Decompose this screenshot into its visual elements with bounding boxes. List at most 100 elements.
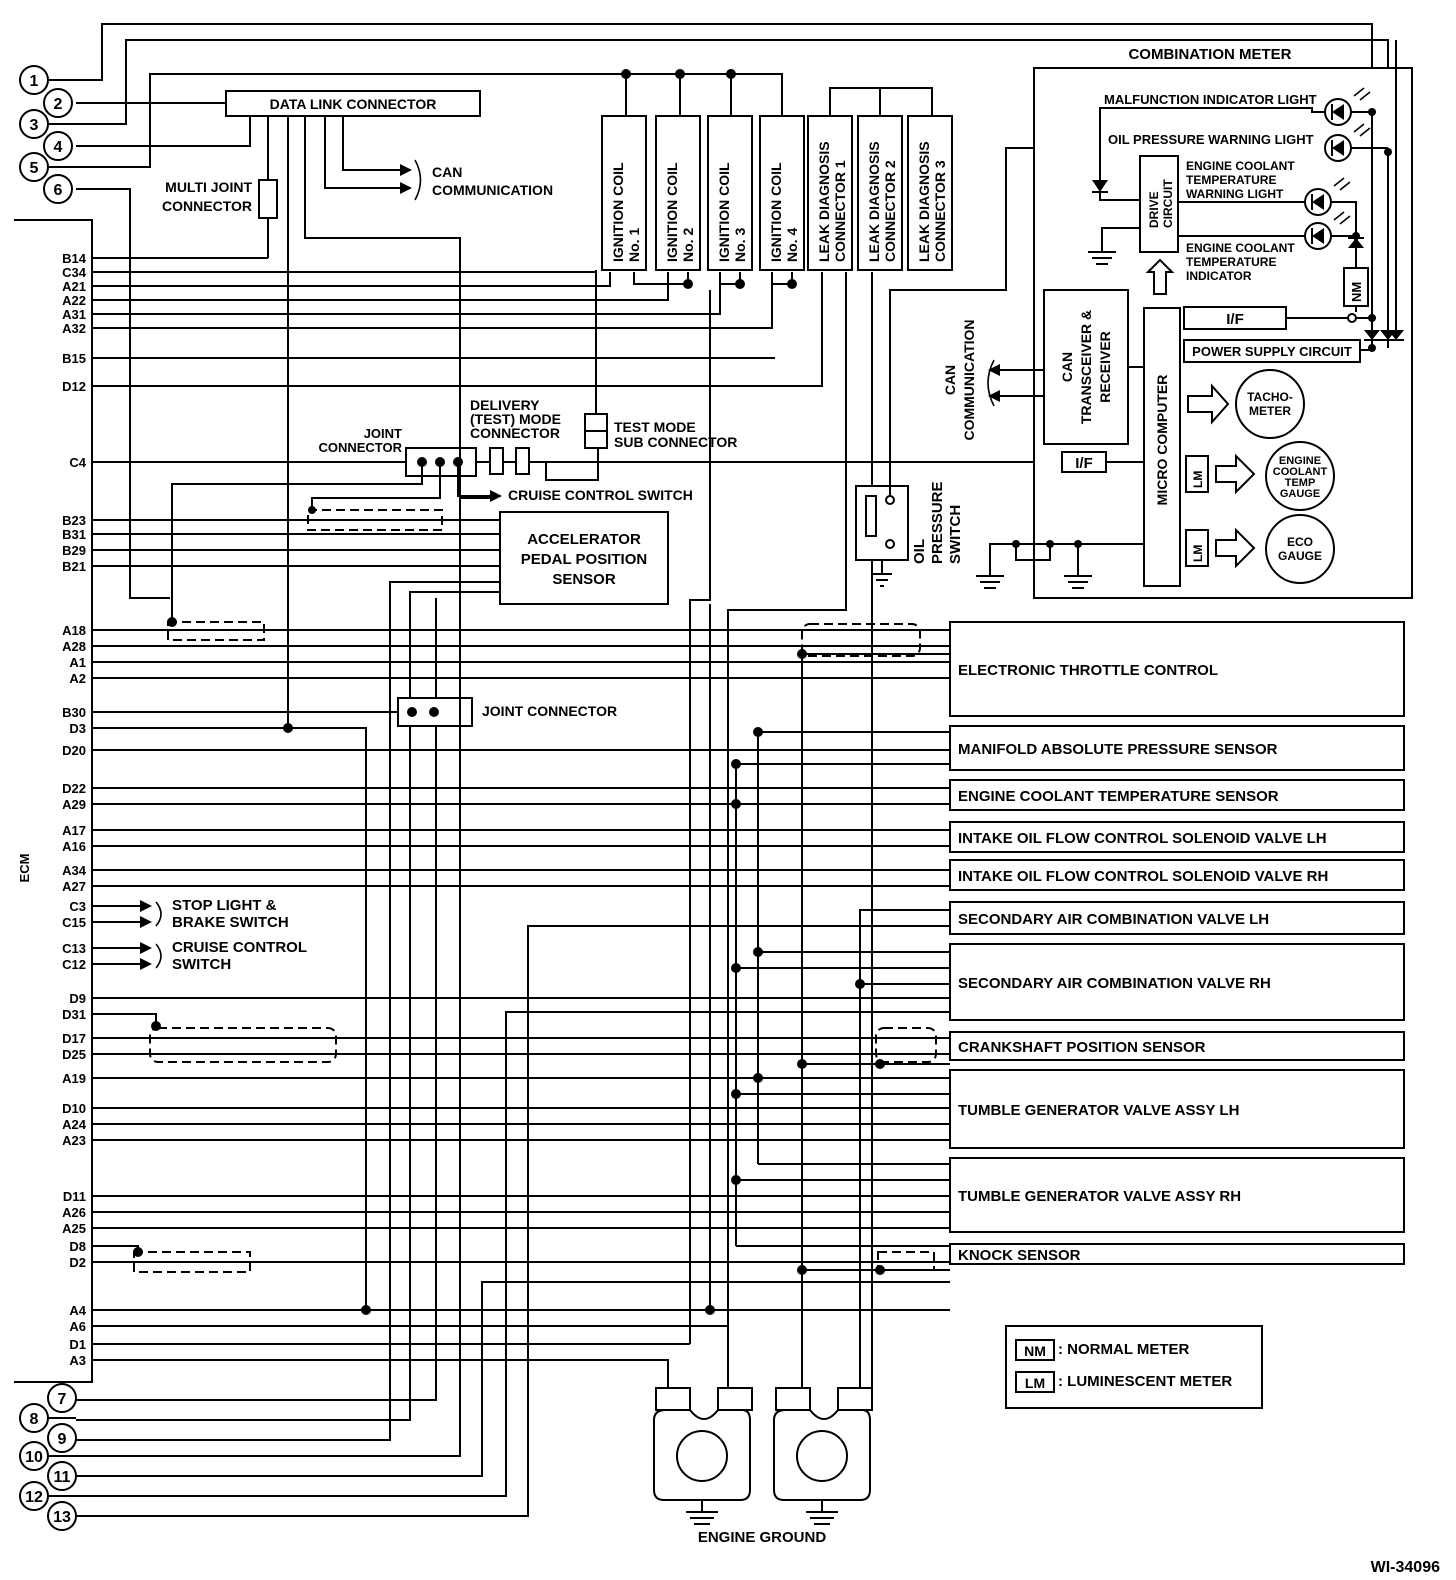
ecm-pin-label: C4 <box>69 455 86 470</box>
ecm-pin-label: A16 <box>62 839 86 854</box>
ecm-pin-label: D20 <box>62 743 86 758</box>
can-comm-label-1: CAN <box>432 164 462 180</box>
accelerator-label-2: PEDAL POSITION <box>521 551 647 568</box>
connector-circle-number: 9 <box>58 1431 67 1448</box>
connector-circle-11: 11 <box>47 1461 77 1491</box>
ecm-pin-label: C3 <box>69 899 86 914</box>
component-label: TUMBLE GENERATOR VALVE ASSY LH <box>958 1102 1239 1119</box>
ecm-pin-label: A23 <box>62 1133 86 1148</box>
ecm-pin-label: A25 <box>62 1221 86 1236</box>
engine-sensor-right <box>773 1387 873 1525</box>
ecm-pin-label: C15 <box>62 915 86 930</box>
cruise-switch-label-1: CRUISE CONTROL <box>172 939 307 956</box>
ecm-pin-label: A18 <box>62 623 86 638</box>
combination-meter: COMBINATION METER MALFUNCTION INDICATOR … <box>942 40 1413 599</box>
connector-circle-12: 12 <box>19 1481 76 1511</box>
component-9: TUMBLE GENERATOR VALVE ASSY LH <box>949 1069 1405 1149</box>
cruise-switch-arrow-label: CRUISE CONTROL SWITCH <box>508 487 693 503</box>
leak-connector-label: LEAK DIAGNOSIS <box>816 141 832 262</box>
component-label: MANIFOLD ABSOLUTE PRESSURE SENSOR <box>958 741 1278 758</box>
engine-sensor-left <box>653 1387 753 1525</box>
component-5: INTAKE OIL FLOW CONTROL SOLENOID VALVE R… <box>949 859 1405 891</box>
connector-circle-number: 8 <box>30 1411 39 1428</box>
connector-circle-number: 7 <box>58 1391 67 1408</box>
if-label-bottom: I/F <box>1075 455 1093 472</box>
micro-computer-label: MICRO COMPUTER <box>1154 375 1170 506</box>
ecm-pin-label: A2 <box>69 671 86 686</box>
connector-circle-5: 5 <box>19 152 76 182</box>
ecm-pin-label: B30 <box>62 705 86 720</box>
component-7: SECONDARY AIR COMBINATION VALVE RH <box>949 943 1405 1021</box>
coolant-gauge-label-2: COOLANT <box>1273 466 1328 478</box>
component-label: INTAKE OIL FLOW CONTROL SOLENOID VALVE R… <box>958 868 1328 885</box>
ignition-coil-number: No. 3 <box>732 228 748 262</box>
sensor-buses <box>689 272 950 1390</box>
leak-connector-number: CONNECTOR 1 <box>832 160 848 262</box>
connector-circle-number: 4 <box>54 139 63 156</box>
test-mode-label-2: SUB CONNECTOR <box>614 434 737 450</box>
ecm-pin-label: B29 <box>62 543 86 558</box>
ecm-pin-label: A27 <box>62 879 86 894</box>
ecm-pin-label: A6 <box>69 1319 86 1334</box>
component-6: SECONDARY AIR COMBINATION VALVE LH <box>949 901 1405 935</box>
lm-label-1: LM <box>1191 471 1205 488</box>
meter-title: COMBINATION METER <box>1128 46 1291 63</box>
ecm-pin-label: C34 <box>62 265 87 280</box>
ignition-coil-label: IGNITION COIL <box>768 162 784 262</box>
component-label: KNOCK SENSOR <box>958 1247 1081 1264</box>
connector-circle-10: 10 <box>19 1441 76 1471</box>
connector-circle-7: 7 <box>47 1383 77 1413</box>
connector-circle-number: 5 <box>30 160 39 177</box>
component-label: SECONDARY AIR COMBINATION VALVE RH <box>958 975 1271 992</box>
ecm-pin-label: C13 <box>62 941 86 956</box>
connector-circle-9: 9 <box>47 1423 77 1453</box>
cruise-switch-label-2: SWITCH <box>172 956 231 973</box>
component-11: KNOCK SENSOR <box>949 1243 1405 1265</box>
leak-connector-label: LEAK DIAGNOSIS <box>866 141 882 262</box>
drive-circuit-label-1: DRIVE <box>1147 191 1161 228</box>
engine-ground-label: ENGINE GROUND <box>698 1529 827 1546</box>
ecm-signal-wires <box>92 257 1062 567</box>
ecm-pin-label: D9 <box>69 991 86 1006</box>
legend-lm-text: : LUMINESCENT METER <box>1058 1373 1232 1390</box>
leak-connector-number: CONNECTOR 3 <box>932 160 948 262</box>
can-comm-label-2: COMMUNICATION <box>432 182 553 198</box>
oil-pressure-label-2: PRESSURE <box>929 481 946 564</box>
ecm-pin-label: D25 <box>62 1047 86 1062</box>
ecm-pin-label: C12 <box>62 957 86 972</box>
ecm-pin-label: D3 <box>69 721 86 736</box>
connector-circle-number: 1 <box>30 73 39 90</box>
ecm-pin-labels: B14C34A21A22A31A32B15D12C4B23B31B29B21A1… <box>62 251 87 1368</box>
ecm-pin-label: A3 <box>69 1353 86 1368</box>
ecm-pin-label: D2 <box>69 1255 86 1270</box>
connector-circle-13: 13 <box>47 1501 77 1531</box>
coolant-warning-label-1: ENGINE COOLANT <box>1186 159 1295 173</box>
ecm-pin-label: A31 <box>62 307 86 322</box>
malfunction-label: MALFUNCTION INDICATOR LIGHT <box>1104 92 1317 107</box>
coolant-gauge-label-4: GAUGE <box>1280 488 1320 500</box>
ignition-coil-number: No. 2 <box>680 228 696 262</box>
ecm: ECM B14C34A21A22A31A32B15D12C4B23B31B29B… <box>14 219 93 1383</box>
ecm-pin-label: D8 <box>69 1239 86 1254</box>
lm-label-2: LM <box>1191 545 1205 562</box>
ecm-pin-label: D22 <box>62 781 86 796</box>
legend-lm-key: LM <box>1025 1375 1045 1391</box>
joint-connector-area: JOINT CONNECTOR CRUISE CONTROL SWITCH DE… <box>171 270 737 620</box>
component-label: ELECTRONIC THROTTLE CONTROL <box>958 662 1218 679</box>
coolant-indicator-lamp <box>1178 211 1356 250</box>
malfunction-lamp <box>1099 87 1372 180</box>
ecm-pin-label: A1 <box>69 655 86 670</box>
delivery-label-1: DELIVERY <box>470 397 540 413</box>
connector-circle-number: 10 <box>25 1449 43 1466</box>
ecm-pin-label: B23 <box>62 513 86 528</box>
ignition-coil-label: IGNITION COIL <box>664 162 680 262</box>
ignition-coil-number: No. 4 <box>784 228 800 262</box>
ecm-pin-label: D31 <box>62 1007 86 1022</box>
oil-warning-label: OIL PRESSURE WARNING LIGHT <box>1108 132 1314 147</box>
